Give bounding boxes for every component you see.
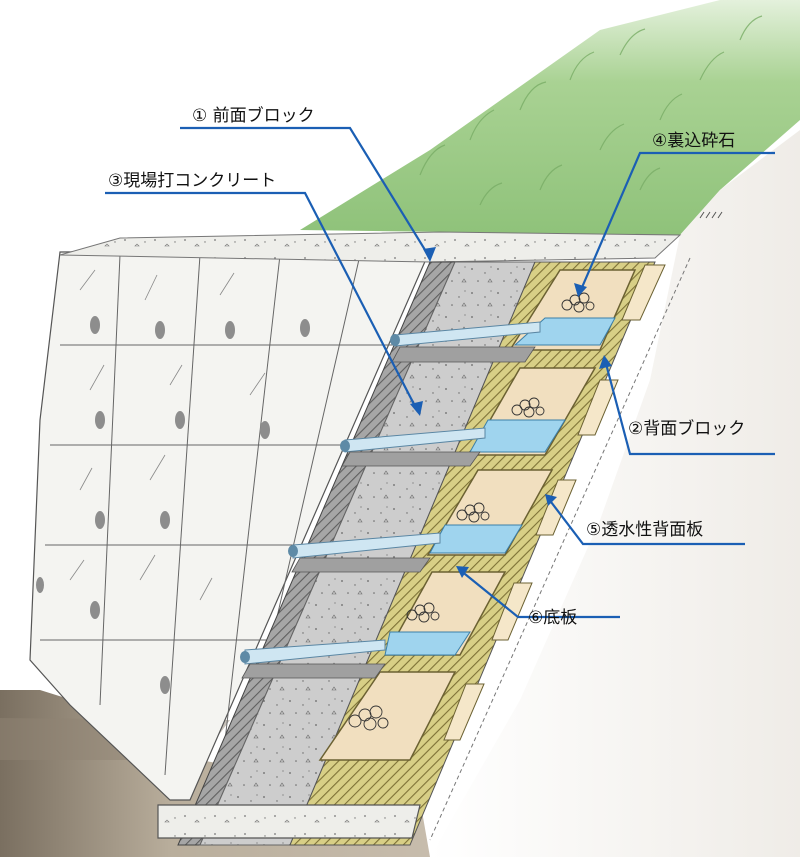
label-bottom-plate: ⑥底板: [528, 608, 577, 628]
leader-arrowheads: [410, 247, 612, 578]
label-back-block: ②背面ブロック: [628, 418, 745, 439]
foundation-footing: [157, 804, 421, 839]
top-cap-slab: [59, 231, 682, 263]
label-cast-in-place-concrete: ③現場打コンクリート: [108, 171, 276, 191]
label-backfill-crushed-stone: ④裏込砕石: [652, 130, 735, 151]
label-front-block: ① 前面ブロック: [192, 105, 315, 126]
excavation-line: [429, 257, 691, 841]
front-wall-face: [29, 249, 431, 801]
grass-slope: [300, 0, 800, 235]
leader-lines: [105, 126, 775, 619]
crushed-stone: [348, 292, 595, 731]
bottom-plates: [384, 317, 616, 656]
label-permeable-back-plate: ⑤透水性背面板: [586, 520, 703, 540]
ground-hatch-icon-top: [699, 211, 723, 219]
course-separators: [241, 346, 536, 679]
soil-backing: [430, 130, 800, 857]
drain-pipes: [240, 321, 541, 665]
